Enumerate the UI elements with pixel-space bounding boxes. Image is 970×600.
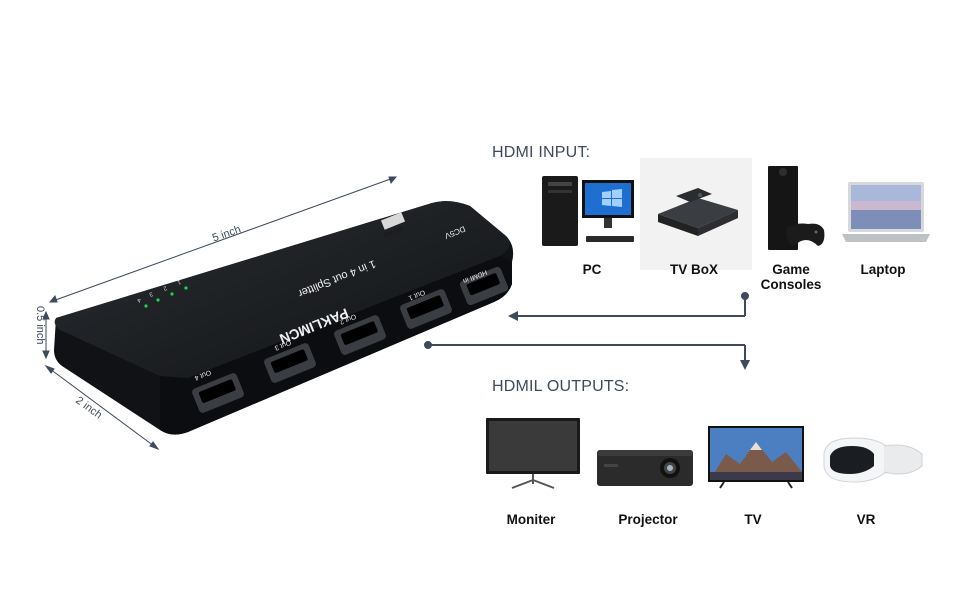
led-label-1: 1 xyxy=(176,278,182,285)
hdmi-port-out4 xyxy=(192,373,244,413)
hdmi-port-input xyxy=(459,266,509,306)
tv-icon xyxy=(708,426,804,489)
device-label-pc: PC xyxy=(582,262,602,277)
monitor-icon xyxy=(486,418,580,489)
projector-icon xyxy=(597,450,693,486)
laptop-icon xyxy=(842,182,930,242)
status-leds xyxy=(144,286,188,308)
tv-box-icon xyxy=(658,188,738,236)
vr-headset-icon xyxy=(823,437,923,483)
led-label-2: 2 xyxy=(162,284,168,291)
device-label-game-consoles: Game Consoles xyxy=(760,262,822,292)
input-section-heading: HDMI INPUT: xyxy=(492,144,591,161)
hdmi-ports xyxy=(192,266,509,413)
hdmi-splitter-illustration: Out 4 Out 3 Out 2 Out 1 HDMI in PAKLIMCN… xyxy=(42,176,514,451)
hdmi-port-out3 xyxy=(264,343,316,383)
device-label-tv: TV xyxy=(744,512,762,527)
output-section-heading: HDMIL OUTPUTS: xyxy=(492,378,630,395)
hdmi-port-out1 xyxy=(400,289,452,329)
dimension-lines xyxy=(42,176,398,451)
pc-tower-monitor-icon xyxy=(542,176,634,246)
game-console-icon xyxy=(768,166,825,250)
device-label-vr: VR xyxy=(856,512,876,527)
device-label-tv-box: TV BoX xyxy=(669,262,718,277)
device-label-moniter: Moniter xyxy=(506,512,556,527)
led-label-4: 4 xyxy=(136,296,142,303)
device-label-laptop: Laptop xyxy=(860,262,906,277)
device-label-projector: Projector xyxy=(618,512,678,527)
hdmi-port-out2 xyxy=(334,315,386,355)
led-label-3: 3 xyxy=(148,290,154,297)
